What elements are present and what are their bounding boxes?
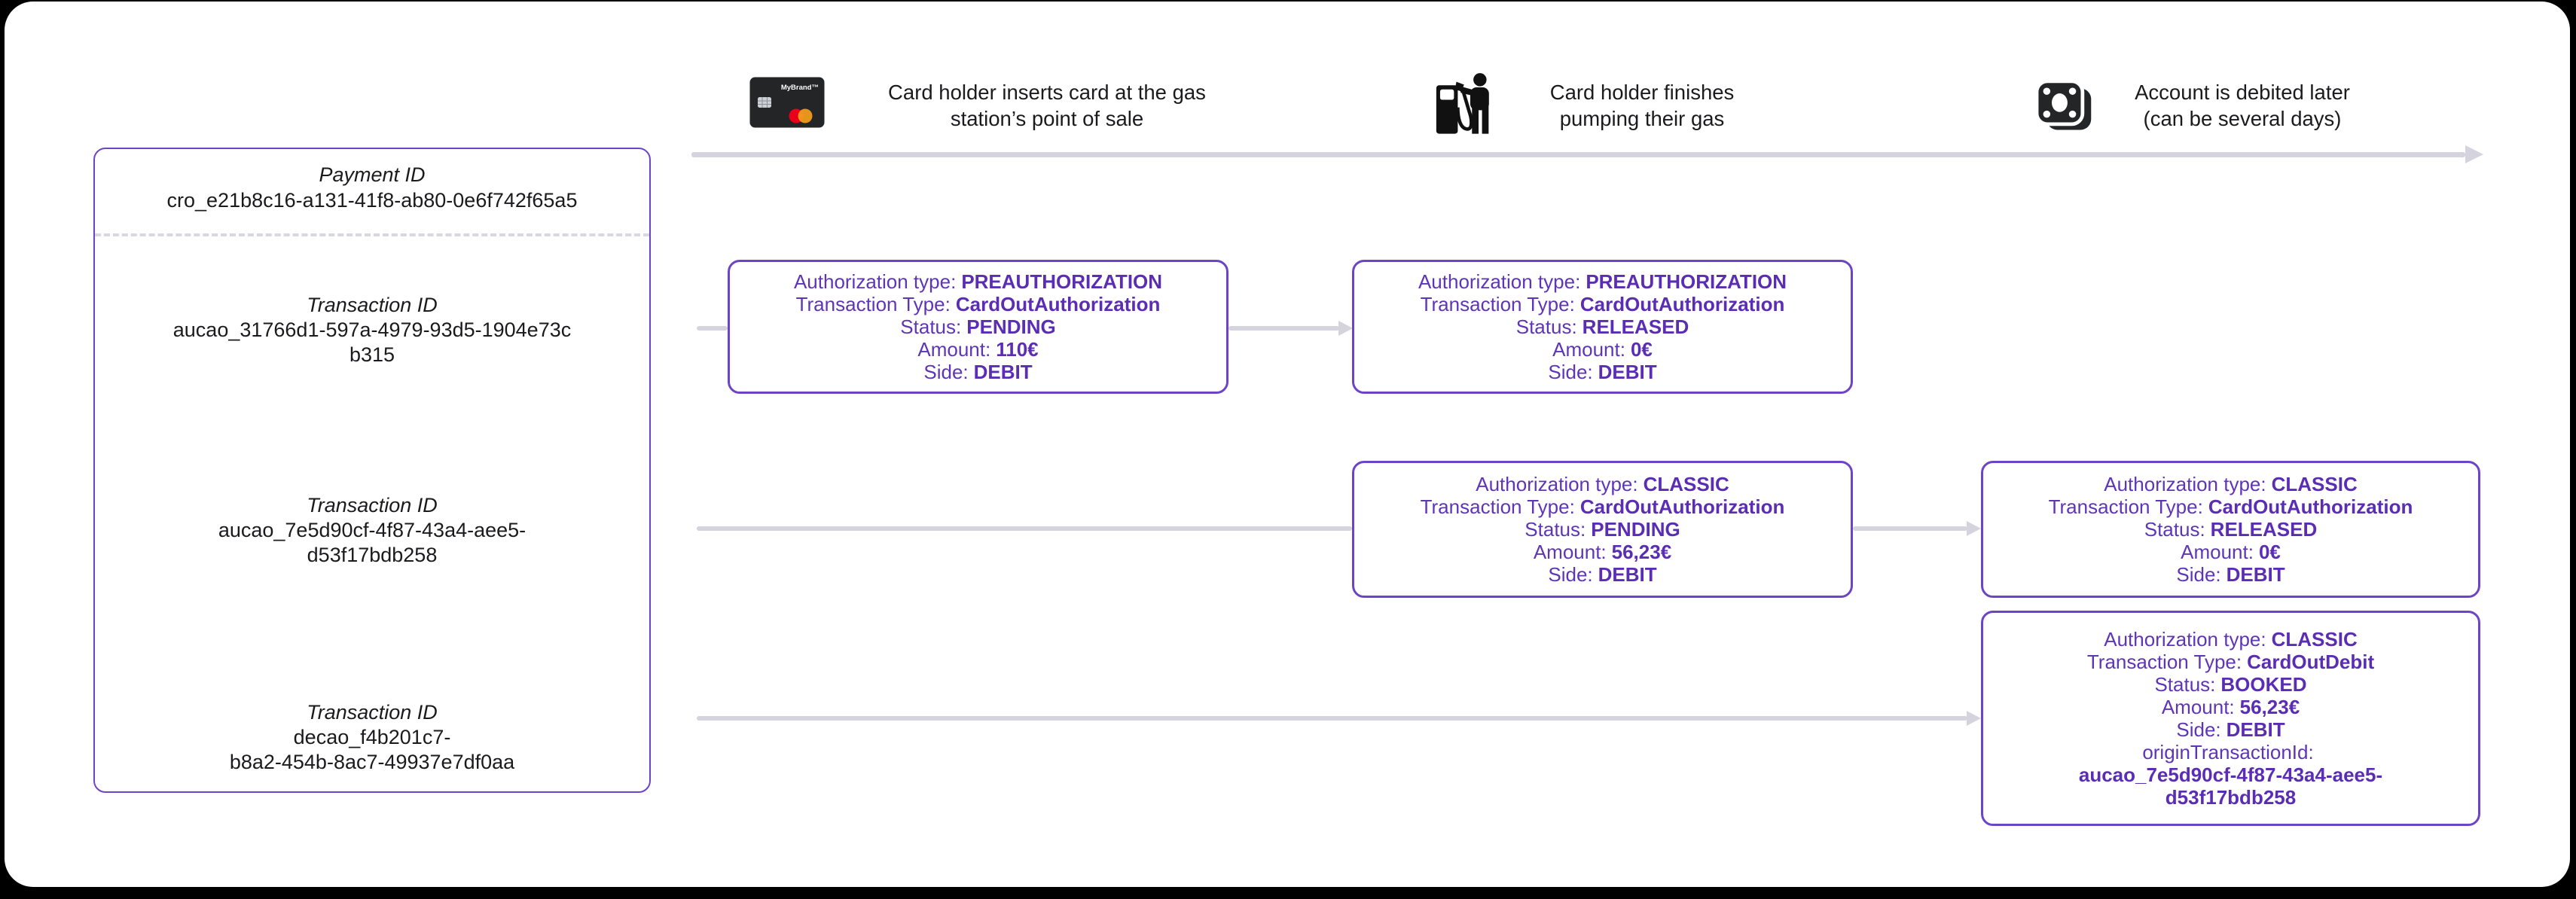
timeline-step-label: Card holder finishes pumping their gas — [1549, 81, 1735, 130]
connector-line — [1228, 326, 1339, 331]
field-value: CLASSIC — [2271, 628, 2358, 651]
field-value-origin-transaction-id: aucao_7e5d90cf-4f87-43a4-aee5- d53f17bdb… — [2078, 763, 2383, 809]
panel-divider — [95, 233, 649, 236]
field-value: PENDING — [1591, 518, 1680, 541]
transaction-box-classic-pending: Authorization type:CLASSIC Transaction T… — [1352, 461, 1853, 598]
mastercard-logo-icon — [789, 108, 813, 123]
field-label: Side: — [1548, 361, 1593, 383]
transaction-id-label: Transaction ID — [307, 701, 438, 724]
connector-line — [697, 526, 1352, 531]
banknote-icon — [2034, 80, 2092, 130]
transaction-id-label: Transaction ID — [307, 494, 438, 517]
field-label: Amount: — [2161, 696, 2235, 718]
timeline-arrow-line — [691, 152, 2465, 157]
field-label: Status: — [2154, 673, 2216, 696]
field-label: Amount: — [2181, 541, 2254, 563]
field-value: BOOKED — [2220, 673, 2307, 696]
field-label: Side: — [2176, 718, 2221, 741]
field-label: Side: — [923, 361, 969, 383]
transaction-box-preauth-pending: Authorization type:PREAUTHORIZATION Tran… — [728, 260, 1228, 394]
field-label: Amount: — [1552, 338, 1625, 361]
payment-id-label: Payment ID — [319, 163, 426, 186]
transaction-id-value: decao_f4b201c7- b8a2-454b-8ac7-49937e7df… — [229, 726, 515, 773]
field-value: 0€ — [1630, 338, 1653, 361]
field-value: DEBIT — [2226, 563, 2285, 586]
field-value: DEBIT — [2226, 718, 2285, 741]
field-label: Authorization type: — [2104, 473, 2266, 495]
timeline-arrow-head — [2465, 145, 2483, 163]
timeline-step-label: Card holder inserts card at the gas stat… — [888, 81, 1206, 130]
field-label: Transaction Type: — [1420, 495, 1575, 518]
transaction-box-preauth-released: Authorization type:PREAUTHORIZATION Tran… — [1352, 260, 1853, 394]
field-value: RELEASED — [1582, 315, 1689, 338]
gas-pump-icon — [1436, 73, 1489, 134]
timeline-step-label: Account is debited later (can be several… — [2135, 81, 2350, 130]
field-label: Authorization type: — [1476, 473, 1638, 495]
field-value: CLASSIC — [1643, 473, 1729, 495]
connector-arrow-head — [1967, 711, 1981, 726]
field-label: Transaction Type: — [2048, 495, 2203, 518]
field-value: 56,23€ — [1611, 541, 1672, 563]
field-value: DEBIT — [973, 361, 1033, 383]
field-label: Transaction Type: — [1420, 293, 1575, 315]
connector-line — [697, 716, 1967, 721]
field-label: Authorization type: — [2104, 628, 2266, 651]
connector-line — [697, 326, 728, 331]
field-value: CardOutAuthorization — [955, 293, 1161, 315]
transaction-box-debit-booked: Authorization type:CLASSIC Transaction T… — [1981, 611, 2480, 826]
field-label: Transaction Type: — [2086, 651, 2242, 673]
payment-id-value: cro_e21b8c16-a131-41f8-ab80-0e6f742f65a5 — [166, 189, 578, 212]
field-value: CardOutDebit — [2247, 651, 2375, 673]
field-value: RELEASED — [2210, 518, 2318, 541]
field-label: Amount: — [917, 338, 991, 361]
credit-card-icon: MyBrand™ — [749, 77, 825, 128]
field-label: originTransactionId: — [2142, 741, 2314, 763]
field-value: CLASSIC — [2271, 473, 2358, 495]
transaction-box-classic-released: Authorization type:CLASSIC Transaction T… — [1981, 461, 2480, 598]
field-label: Status: — [1525, 518, 1586, 541]
card-brand-label: MyBrand™ — [781, 84, 819, 92]
field-value: CardOutAuthorization — [2208, 495, 2413, 518]
transaction-id-value: aucao_31766d1-597a-4979-93d5-1904e73c b3… — [172, 318, 572, 366]
field-value: 56,23€ — [2239, 696, 2300, 718]
field-value: 0€ — [2258, 541, 2281, 563]
connector-arrow-head — [1338, 321, 1353, 336]
transaction-id-label: Transaction ID — [307, 294, 438, 316]
payment-panel: Payment ID cro_e21b8c16-a131-41f8-ab80-0… — [93, 148, 651, 793]
field-value: CardOutAuthorization — [1579, 293, 1785, 315]
field-label: Status: — [1515, 315, 1577, 338]
field-value: DEBIT — [1598, 563, 1657, 586]
field-label: Status: — [2144, 518, 2205, 541]
field-value: PREAUTHORIZATION — [1586, 270, 1787, 293]
connector-arrow-head — [1967, 521, 1981, 536]
field-value: DEBIT — [1598, 361, 1657, 383]
card-chip — [758, 97, 771, 108]
field-value: CardOutAuthorization — [1579, 495, 1785, 518]
field-label: Side: — [2176, 563, 2221, 586]
connector-line — [1853, 526, 1967, 531]
transaction-id-value: aucao_7e5d90cf-4f87-43a4-aee5- d53f17bdb… — [218, 519, 526, 566]
field-value: 110€ — [996, 338, 1039, 361]
field-value: PREAUTHORIZATION — [961, 270, 1163, 293]
field-label: Transaction Type: — [795, 293, 951, 315]
field-label: Authorization type: — [793, 270, 957, 293]
field-value: PENDING — [966, 315, 1056, 338]
field-label: Amount: — [1533, 541, 1607, 563]
field-label: Side: — [1548, 563, 1593, 586]
field-label: Authorization type: — [1418, 270, 1581, 293]
field-label: Status: — [900, 315, 962, 338]
